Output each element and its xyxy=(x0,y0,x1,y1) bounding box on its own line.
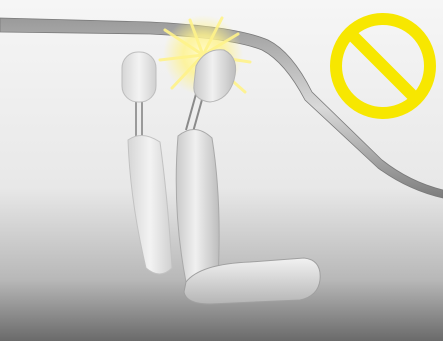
front-seatback xyxy=(176,129,219,288)
rear-headrest xyxy=(122,52,156,102)
